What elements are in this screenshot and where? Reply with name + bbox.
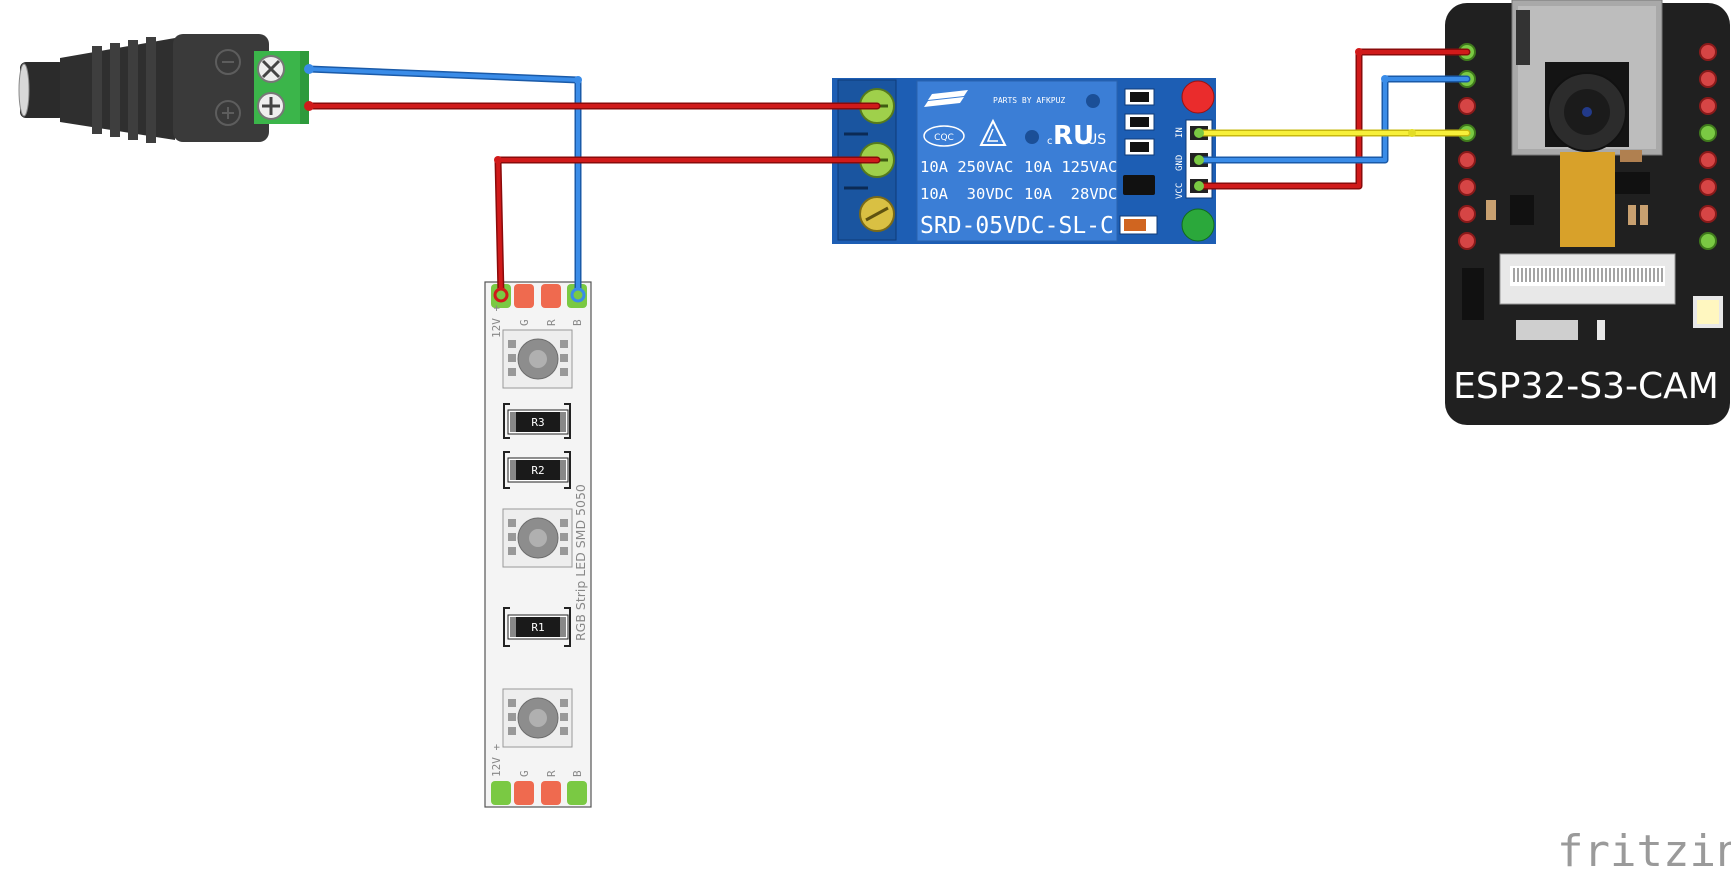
- wire-red-relay-vcc-to-esp32: [1195, 48, 1471, 190]
- relay-cert-us: US: [1087, 132, 1106, 148]
- esp32-right-header: [1699, 43, 1717, 250]
- strip-top-pin-b: B: [571, 319, 584, 326]
- dc-power-jack: [18, 34, 309, 143]
- resistor-r1: R1: [503, 607, 571, 647]
- wire-red-relay-to-strip: [494, 156, 881, 299]
- strip-bottom-pin-r: R: [545, 770, 558, 777]
- relay-rating-2a: 10A 30VDC: [920, 185, 1013, 203]
- fritzing-watermark: fritzing: [1557, 826, 1731, 877]
- relay-terminal-nc: [859, 196, 895, 232]
- wire-blue-relay-gnd-to-esp32: [1195, 75, 1471, 164]
- strip-title: RGB Strip LED SMD 5050: [573, 484, 588, 641]
- resistor-r3: R3: [503, 403, 571, 439]
- relay-cert-c: c: [1047, 136, 1053, 147]
- resistor-r1-label: R1: [531, 621, 544, 634]
- resistor-r3-label: R3: [531, 416, 544, 429]
- relay-pin-gnd: GND: [1175, 155, 1185, 171]
- relay-cert-cqc: CQC: [934, 133, 954, 143]
- rgb-led-strip: 12V + G R B 12V + G R B: [484, 281, 592, 808]
- relay-module: PARTS BY AFKPUZ CQC c RU US 10A 250VAC 1…: [832, 78, 1216, 244]
- relay-rating-1b: 10A 125VAC: [1024, 158, 1117, 176]
- strip-top-pin-g: G: [518, 319, 531, 326]
- led-5050-3: [502, 688, 573, 748]
- relay-brand: PARTS BY AFKPUZ: [993, 96, 1065, 105]
- relay-cert-ul: RU: [1053, 121, 1094, 151]
- strip-bottom-pin-g: G: [518, 770, 531, 777]
- strip-bottom-pin-b: B: [571, 770, 584, 777]
- wires: [304, 48, 1471, 303]
- resistor-r2-label: R2: [531, 464, 544, 477]
- terminal-screw-minus: [257, 55, 285, 83]
- strip-top-pin-12v: 12V +: [490, 305, 503, 338]
- relay-pin-in: IN: [1175, 127, 1185, 138]
- relay-model: SRD-05VDC-SL-C: [920, 213, 1114, 239]
- relay-rating-2b: 10A 28VDC: [1024, 185, 1117, 203]
- strip-bottom-pin-12v: 12V +: [490, 744, 503, 777]
- relay-rating-1a: 10A 250VAC: [920, 158, 1013, 176]
- esp32-label: ESP32-S3-CAM: [1453, 366, 1719, 407]
- led-5050-1: [502, 329, 573, 389]
- resistor-r2: R2: [503, 451, 571, 489]
- terminal-screw-plus: [257, 92, 285, 120]
- led-5050-2: [502, 508, 573, 568]
- strip-top-pin-r: R: [545, 319, 558, 326]
- esp32-s3-cam-board: ESP32-S3-CAM: [1445, 0, 1730, 425]
- relay-pin-vcc: VCC: [1175, 183, 1185, 199]
